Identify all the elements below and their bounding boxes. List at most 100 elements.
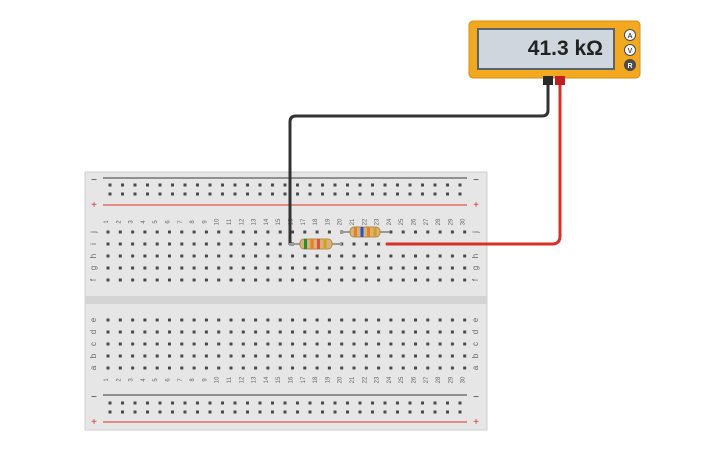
terminal-hole[interactable] [229,242,233,246]
rail-hole[interactable] [183,192,187,196]
rail-hole[interactable] [408,183,412,187]
terminal-hole[interactable] [204,266,208,270]
terminal-hole[interactable] [463,342,467,346]
rail-hole[interactable] [283,410,287,414]
terminal-hole[interactable] [143,278,147,282]
terminal-hole[interactable] [229,230,233,234]
terminal-hole[interactable] [463,278,467,282]
rail-hole[interactable] [196,183,199,187]
terminal-hole[interactable] [229,354,233,358]
terminal-hole[interactable] [414,342,417,346]
terminal-hole[interactable] [106,254,110,258]
terminal-hole[interactable] [168,254,171,258]
terminal-hole[interactable] [450,354,454,358]
rail-hole[interactable] [458,410,462,414]
rail-hole[interactable] [208,183,212,187]
terminal-hole[interactable] [327,330,331,334]
terminal-hole[interactable] [204,230,208,234]
terminal-hole[interactable] [463,330,467,334]
terminal-hole[interactable] [352,242,356,246]
terminal-hole[interactable] [377,354,381,358]
terminal-hole[interactable] [192,354,196,358]
terminal-hole[interactable] [389,330,393,334]
terminal-hole[interactable] [315,230,319,234]
terminal-hole[interactable] [266,242,270,246]
terminal-hole[interactable] [266,342,270,346]
terminal-hole[interactable] [438,354,442,358]
terminal-hole[interactable] [168,354,171,358]
terminal-hole[interactable] [217,354,221,358]
rail-hole[interactable] [358,192,362,196]
rail-hole[interactable] [196,192,199,196]
terminal-hole[interactable] [155,330,159,334]
terminal-hole[interactable] [340,254,344,258]
breadboard-holes[interactable] [106,183,467,414]
terminal-hole[interactable] [241,318,245,322]
terminal-hole[interactable] [352,366,356,370]
terminal-hole[interactable] [450,266,454,270]
terminal-hole[interactable] [401,254,405,258]
terminal-hole[interactable] [168,366,171,370]
terminal-hole[interactable] [204,330,208,334]
terminal-hole[interactable] [229,366,233,370]
rail-hole[interactable] [296,192,299,196]
terminal-hole[interactable] [414,330,417,334]
terminal-hole[interactable] [327,354,331,358]
terminal-hole[interactable] [106,354,110,358]
terminal-hole[interactable] [131,242,135,246]
terminal-hole[interactable] [180,318,184,322]
rail-hole[interactable] [133,410,137,414]
terminal-hole[interactable] [426,278,430,282]
terminal-hole[interactable] [303,266,307,270]
terminal-hole[interactable] [168,230,171,234]
rail-hole[interactable] [458,192,462,196]
terminal-hole[interactable] [106,318,110,322]
rail-hole[interactable] [258,192,262,196]
terminal-hole[interactable] [241,278,245,282]
terminal-hole[interactable] [192,278,196,282]
terminal-hole[interactable] [143,266,147,270]
terminal-hole[interactable] [438,230,442,234]
rail-hole[interactable] [108,183,112,187]
terminal-hole[interactable] [254,366,258,370]
terminal-hole[interactable] [229,330,233,334]
terminal-hole[interactable] [364,318,368,322]
terminal-hole[interactable] [254,278,258,282]
terminal-hole[interactable] [155,242,159,246]
terminal-hole[interactable] [155,230,159,234]
terminal-hole[interactable] [278,330,282,334]
terminal-hole[interactable] [450,318,454,322]
terminal-hole[interactable] [463,230,467,234]
terminal-hole[interactable] [327,266,331,270]
terminal-hole[interactable] [377,342,381,346]
terminal-hole[interactable] [450,342,454,346]
rail-hole[interactable] [321,410,324,414]
terminal-hole[interactable] [118,266,122,270]
terminal-hole[interactable] [143,230,147,234]
terminal-hole[interactable] [180,254,184,258]
rail-hole[interactable] [296,410,299,414]
terminal-hole[interactable] [414,318,417,322]
rail-hole[interactable] [183,183,187,187]
terminal-hole[interactable] [303,230,307,234]
terminal-hole[interactable] [340,330,344,334]
rail-hole[interactable] [421,410,424,414]
terminal-hole[interactable] [143,366,147,370]
terminal-hole[interactable] [180,278,184,282]
terminal-hole[interactable] [118,278,122,282]
terminal-hole[interactable] [364,354,368,358]
rail-hole[interactable] [333,183,337,187]
terminal-hole[interactable] [315,354,319,358]
rail-hole[interactable] [321,401,324,405]
rail-hole[interactable] [271,192,274,196]
rail-hole[interactable] [221,401,224,405]
terminal-hole[interactable] [143,254,147,258]
rail-hole[interactable] [196,410,199,414]
rail-hole[interactable] [158,192,162,196]
rail-hole[interactable] [221,410,224,414]
terminal-hole[interactable] [401,266,405,270]
rail-hole[interactable] [171,183,174,187]
terminal-hole[interactable] [106,230,110,234]
terminal-hole[interactable] [155,342,159,346]
terminal-hole[interactable] [278,278,282,282]
